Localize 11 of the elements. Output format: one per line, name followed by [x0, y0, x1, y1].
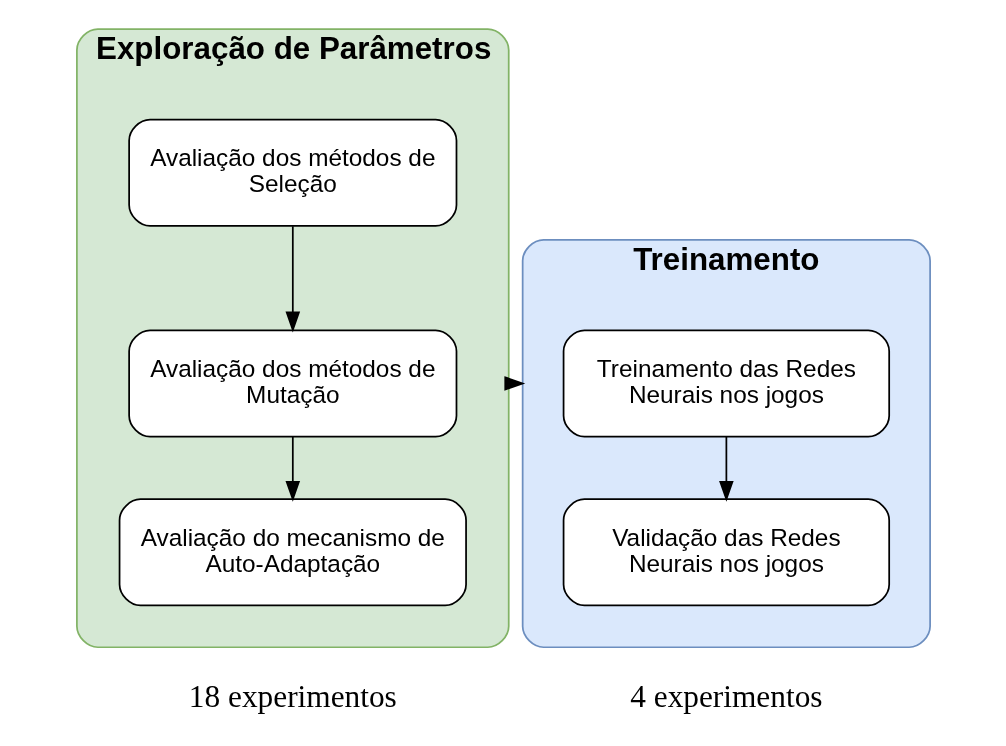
node-box: Avaliação dos métodos de Seleção	[127, 118, 457, 227]
arrow	[285, 435, 300, 502]
arrow	[285, 225, 300, 333]
node-box: Avaliação dos métodos de Mutação	[127, 329, 457, 438]
node-label: 18 experimentos	[188, 679, 397, 715]
arrow	[503, 376, 525, 391]
node-box: Validação das Redes Neurais nos jogos	[562, 498, 890, 607]
node-label: 4 experimentos	[629, 679, 823, 715]
arrow	[718, 435, 734, 502]
node-box: Treinamento das Redes Neurais nos jogos	[562, 329, 890, 438]
node-box: Avaliação do mecanismo de Auto-Adaptação	[118, 498, 467, 607]
